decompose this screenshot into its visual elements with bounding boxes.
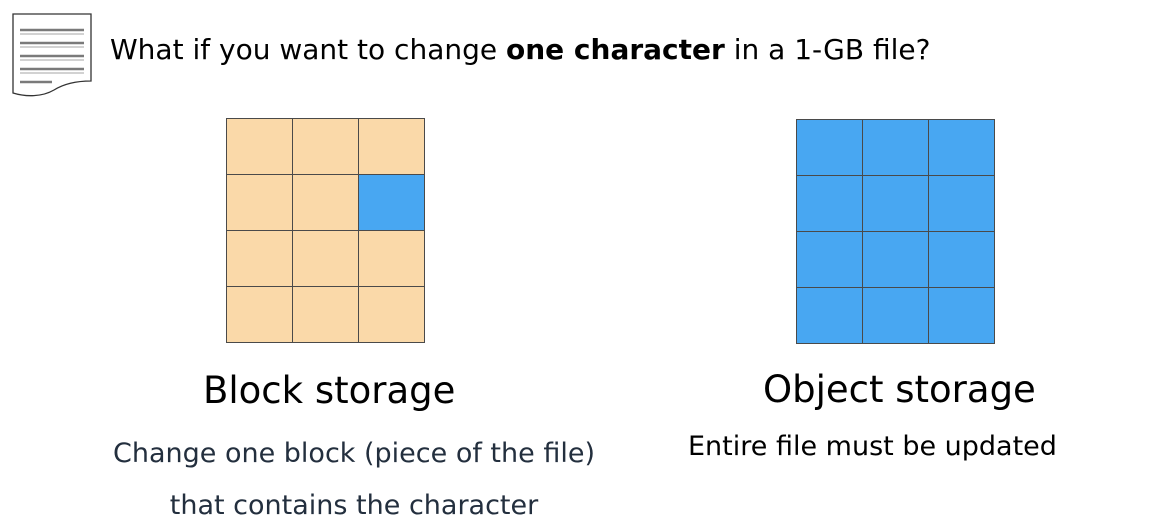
object-storage-changed-cell [797,288,863,344]
object-storage-title: Object storage [763,368,1036,411]
block-storage-cell [293,287,359,343]
object-storage-grid [796,119,995,344]
block-storage-description-line-1: Change one block (piece of the file) [113,438,595,469]
block-storage-cell [293,119,359,175]
object-storage-changed-cell [929,288,995,344]
block-storage-description-line-2: that contains the character [169,490,539,521]
object-storage-changed-cell [797,120,863,176]
object-storage-changed-cell [797,176,863,232]
block-storage-cell [227,287,293,343]
object-storage-changed-cell [797,232,863,288]
object-storage-changed-cell [863,176,929,232]
block-storage-description: Change one block (piece of the file) tha… [96,428,612,532]
question-emphasis: one character [506,33,725,66]
block-storage-cell [227,175,293,231]
question-heading: What if you want to change one character… [110,28,930,72]
object-storage-changed-cell [929,232,995,288]
block-storage-cell [359,231,425,287]
block-storage-cell [359,287,425,343]
block-storage-title: Block storage [203,369,456,412]
block-storage-cell [359,119,425,175]
block-storage-cell [227,231,293,287]
question-text-before: What if you want to change [110,33,506,66]
object-storage-changed-cell [929,176,995,232]
block-storage-changed-cell [359,175,425,231]
question-text-after: in a 1-GB file? [724,33,931,66]
block-storage-grid [226,118,425,343]
object-storage-changed-cell [863,120,929,176]
object-storage-changed-cell [863,288,929,344]
block-storage-cell [293,231,359,287]
object-storage-description: Entire file must be updated [688,431,1057,462]
block-storage-cell [227,119,293,175]
block-storage-cell [293,175,359,231]
object-storage-changed-cell [929,120,995,176]
object-storage-changed-cell [863,232,929,288]
document-icon [12,13,92,97]
